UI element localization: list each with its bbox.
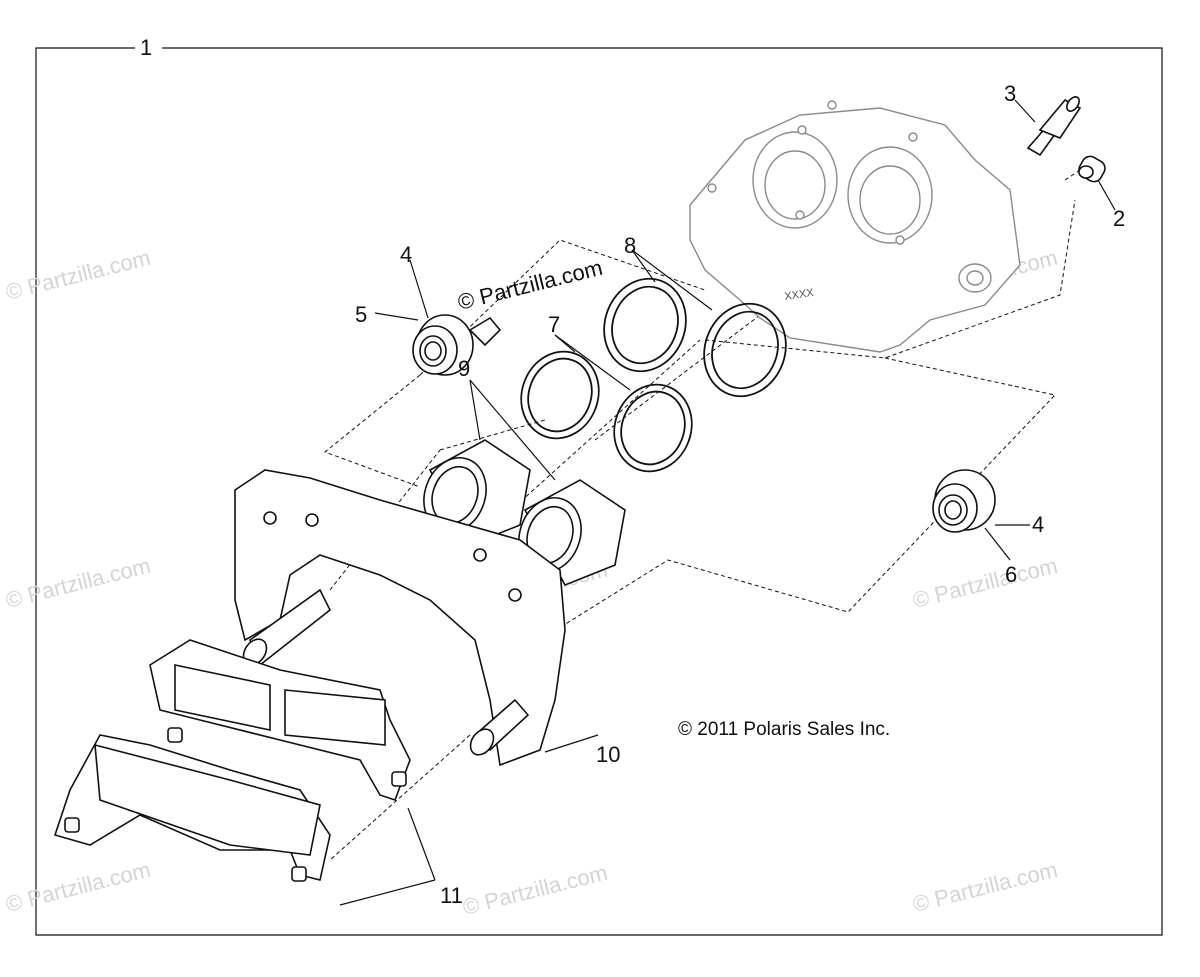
piston-seals-large (603, 277, 787, 398)
boot-seal-right (932, 469, 996, 533)
callout-6: 6 (1005, 562, 1017, 587)
callout-4-left: 4 (400, 242, 412, 267)
callout-labels: 1 2 3 4 4 5 6 7 8 9 10 11 (140, 35, 1125, 908)
callout-9: 9 (458, 356, 470, 381)
assembly-dashed-lines (324, 159, 1096, 861)
mounting-bracket (234, 469, 566, 767)
callout-2: 2 (1113, 206, 1125, 231)
watermark: © Partzilla.com (460, 860, 610, 920)
copyright-notice: © 2011 Polaris Sales Inc. (678, 719, 890, 740)
watermark: © Partzilla.com (910, 553, 1060, 613)
diagram-frame (35, 47, 1163, 936)
callout-11: 11 (440, 883, 463, 908)
callout-5: 5 (355, 302, 367, 327)
watermark: © Partzilla.com (3, 553, 153, 613)
watermark: © Partzilla.com (910, 857, 1060, 917)
piston-seals-small (520, 350, 693, 473)
watermark-center: © Partzilla.com (455, 255, 605, 315)
bleeder-screw (1026, 96, 1082, 157)
brake-pad-front (53, 734, 331, 882)
boot-seal-left (412, 314, 502, 376)
callout-7: 7 (548, 312, 560, 337)
callout-8: 8 (624, 233, 636, 258)
brake-pad-rear (149, 639, 411, 802)
callout-3: 3 (1004, 81, 1016, 106)
watermark: © Partzilla.com (3, 245, 153, 305)
bleeder-cap (1078, 155, 1106, 183)
callout-1: 1 (140, 35, 152, 60)
caliper-body: XXXX (689, 100, 1021, 353)
watermark: © Partzilla.com (3, 857, 153, 917)
callout-10: 10 (596, 742, 620, 767)
caliper-marking: XXXX (784, 287, 815, 303)
callout-4-right: 4 (1032, 512, 1044, 537)
leader-lines (339, 99, 1116, 906)
